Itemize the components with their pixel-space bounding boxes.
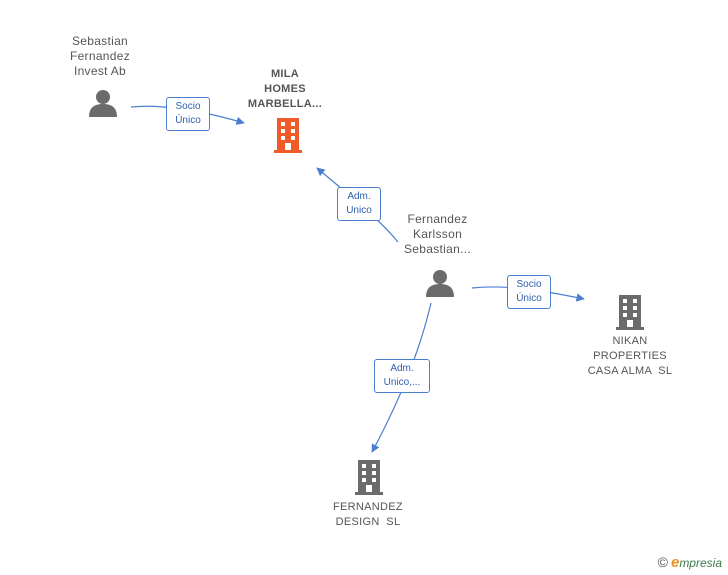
- edge-label-socio-unico[interactable]: Socio Único: [166, 97, 210, 131]
- node-mila-homes-marbella[interactable]: MILA HOMES MARBELLA...: [235, 67, 335, 112]
- node-fernandez-design-sl[interactable]: FERNANDEZ DESIGN SL: [318, 500, 418, 530]
- edge-label-line: Único: [175, 115, 201, 126]
- building-icon[interactable]: [353, 460, 385, 496]
- node-label: MILA HOMES MARBELLA...: [235, 67, 335, 112]
- node-label-line: Sebastian...: [404, 242, 471, 256]
- node-label-line: MARBELLA...: [247, 98, 323, 110]
- edge-label-socio-unico[interactable]: Socio Único: [507, 275, 551, 309]
- node-sebastian-fernandez-invest[interactable]: Sebastian Fernandez Invest Ab: [55, 34, 145, 79]
- node-label-line: PROPERTIES: [593, 350, 667, 362]
- node-label-line: CASA ALMA SL: [587, 365, 673, 377]
- person-icon[interactable]: [88, 88, 118, 118]
- node-label-line: Karlsson: [412, 227, 463, 241]
- empresia-brand[interactable]: ©empresia: [658, 554, 722, 571]
- edge-label-line: Adm.: [390, 363, 414, 374]
- node-fernandez-karlsson-sebastian[interactable]: Fernandez Karlsson Sebastian...: [390, 212, 485, 257]
- copyright-symbol: ©: [657, 554, 668, 570]
- edge-label-line: Unico: [346, 205, 372, 216]
- edge-label-line: Socio: [175, 101, 201, 112]
- empresia-logo-text: mpresia: [679, 556, 722, 570]
- building-icon[interactable]: [272, 118, 304, 154]
- node-label: FERNANDEZ DESIGN SL: [318, 500, 418, 530]
- node-label-line: Sebastian: [71, 34, 129, 48]
- node-nikan-properties-casa-alma[interactable]: NIKAN PROPERTIES CASA ALMA SL: [575, 334, 685, 379]
- node-label-line: NIKAN: [612, 335, 648, 347]
- node-label-line: HOMES: [264, 83, 306, 95]
- node-label-line: Fernandez: [407, 212, 468, 226]
- node-label-line: Invest Ab: [73, 64, 127, 78]
- building-icon[interactable]: [614, 295, 646, 331]
- empresia-logo-initial: e: [670, 554, 680, 571]
- edge-label-line: Socio: [516, 279, 542, 290]
- node-label: NIKAN PROPERTIES CASA ALMA SL: [575, 334, 685, 379]
- edge-label-adm-unico[interactable]: Adm. Unico,...: [374, 359, 430, 393]
- edge-label-line: Unico,...: [383, 377, 421, 388]
- node-label-line: Fernandez: [69, 49, 131, 63]
- node-label-line: FERNANDEZ: [333, 501, 403, 513]
- edge-label-line: Adm.: [347, 191, 371, 202]
- person-icon[interactable]: [425, 268, 455, 298]
- edge-label-line: Único: [516, 293, 542, 304]
- edge-label-adm-unico[interactable]: Adm. Unico: [337, 187, 381, 221]
- node-label-line: MILA: [270, 68, 300, 80]
- node-label: Fernandez Karlsson Sebastian...: [390, 212, 485, 257]
- node-label: Sebastian Fernandez Invest Ab: [55, 34, 145, 79]
- node-label-line: DESIGN SL: [335, 516, 401, 528]
